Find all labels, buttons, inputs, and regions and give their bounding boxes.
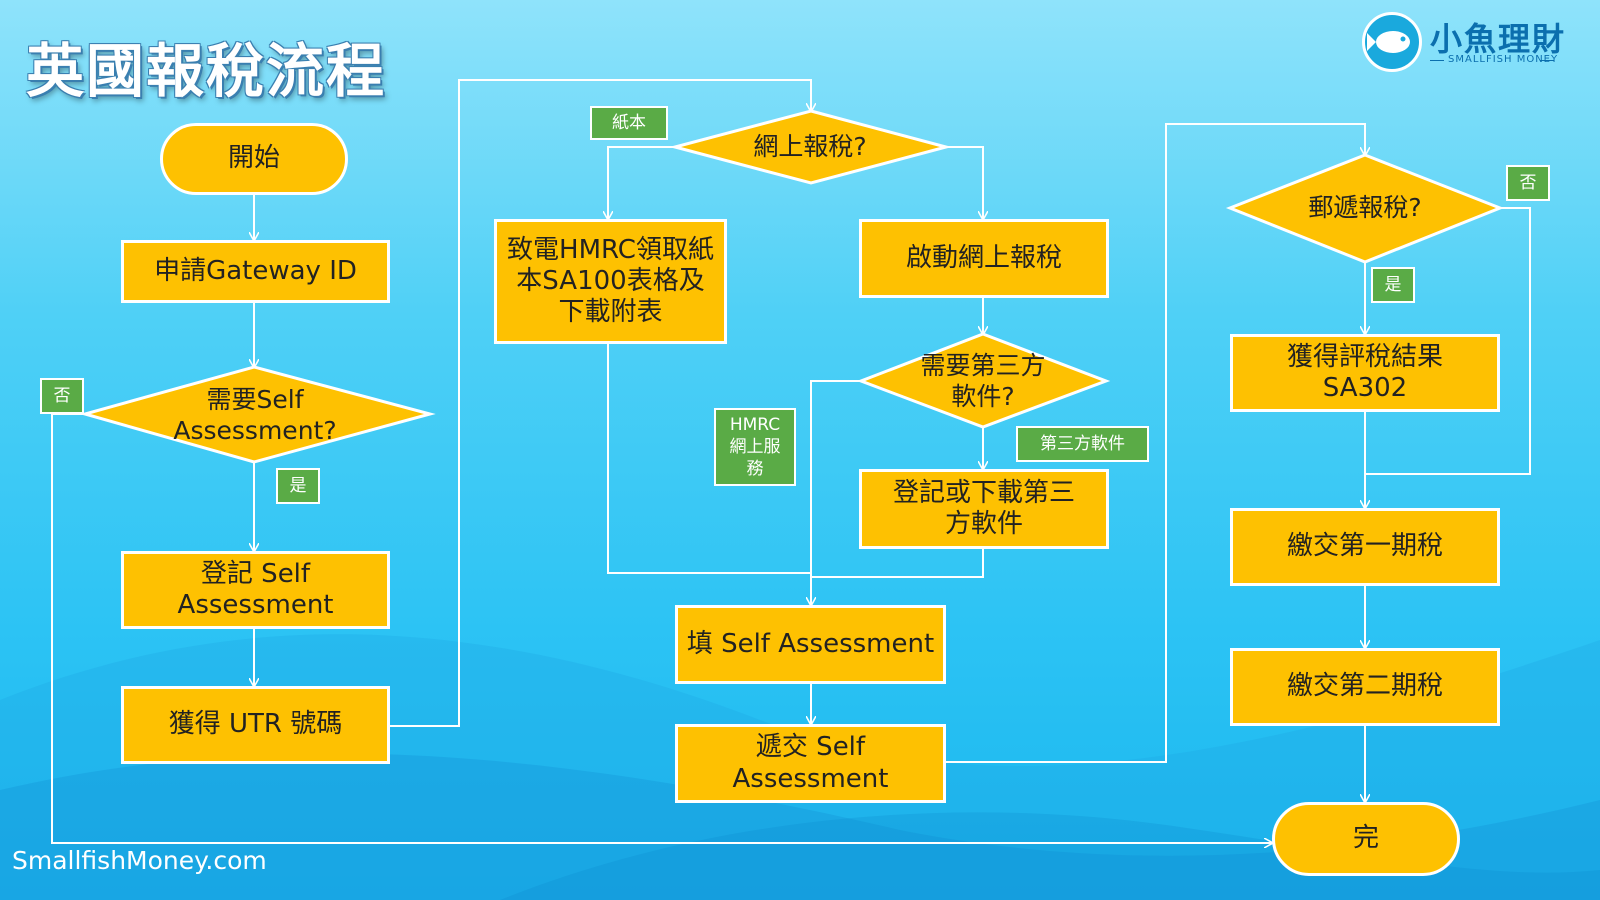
logo-dash-left bbox=[1430, 60, 1444, 61]
utr-box: 獲得 UTR 號碼 bbox=[121, 686, 390, 764]
page-title: 英國報稅流程 bbox=[26, 37, 387, 105]
edge-register-fill bbox=[811, 549, 984, 578]
footer-site-url[interactable]: SmallfishMoney.com bbox=[12, 846, 267, 875]
fill-sa-box: 填 Self Assessment bbox=[675, 605, 946, 684]
start-node: 開始 bbox=[160, 123, 348, 195]
third-party-q-question: 需要第三方軟件? bbox=[920, 350, 1046, 411]
edge-submit-postq bbox=[946, 123, 1365, 763]
paper-label: 紙本 bbox=[590, 106, 668, 140]
edge-onlineq-paper bbox=[608, 146, 675, 219]
logo-dash-right bbox=[1540, 60, 1554, 61]
edge-thirdq-hmrc-fill bbox=[811, 380, 861, 605]
yes-label-need-sa: 是 bbox=[276, 468, 320, 504]
edge-paper-fill bbox=[607, 343, 811, 574]
post-q-question: 郵遞報稅? bbox=[1308, 193, 1422, 223]
logo-text-en: SMALLFISH MONEY bbox=[1448, 54, 1559, 65]
register-third-party-box: 登記或下載第三方軟件 bbox=[859, 469, 1109, 549]
pay-second-installment-box: 繳交第二期稅 bbox=[1230, 648, 1500, 726]
register-sa-box: 登記 Self Assessment bbox=[121, 551, 390, 629]
online-q-question: 網上報稅? bbox=[753, 132, 867, 162]
hmrc-online-label: HMRC網上服務 bbox=[714, 408, 796, 486]
sa302-box: 獲得評稅結果SA302 bbox=[1230, 334, 1500, 412]
logo-text-cn: 小魚理財 bbox=[1430, 20, 1567, 58]
yes-label-post: 是 bbox=[1371, 267, 1415, 303]
diamond-third-party-q bbox=[856, 332, 1111, 429]
start-online-box: 啟動網上報稅 bbox=[859, 219, 1109, 298]
no-label-post: 否 bbox=[1506, 165, 1550, 201]
paper-form-box: 致電HMRC領取紙本SA100表格及下載附表 bbox=[494, 219, 727, 344]
fish-logo-icon bbox=[1362, 12, 1422, 72]
edge-utr-onlineq bbox=[389, 79, 811, 727]
edge-needsa-no-end bbox=[51, 413, 1272, 843]
gateway-id-box: 申請Gateway ID bbox=[121, 240, 390, 303]
no-label-need-sa: 否 bbox=[40, 378, 84, 414]
submit-sa-box: 遞交 Self Assessment bbox=[675, 724, 946, 803]
third-party-label: 第三方軟件 bbox=[1016, 426, 1149, 462]
diamond-post-q bbox=[1225, 153, 1505, 264]
edge-onlineq-online bbox=[946, 146, 983, 219]
diamond-online-q bbox=[669, 109, 952, 185]
diamond-need-sa bbox=[79, 365, 436, 464]
edge-postq-no-pay1 bbox=[1365, 207, 1531, 475]
end-node: 完 bbox=[1272, 802, 1460, 876]
need-sa-question: 需要Self Assessment? bbox=[173, 384, 337, 445]
pay-first-installment-box: 繳交第一期稅 bbox=[1230, 508, 1500, 586]
